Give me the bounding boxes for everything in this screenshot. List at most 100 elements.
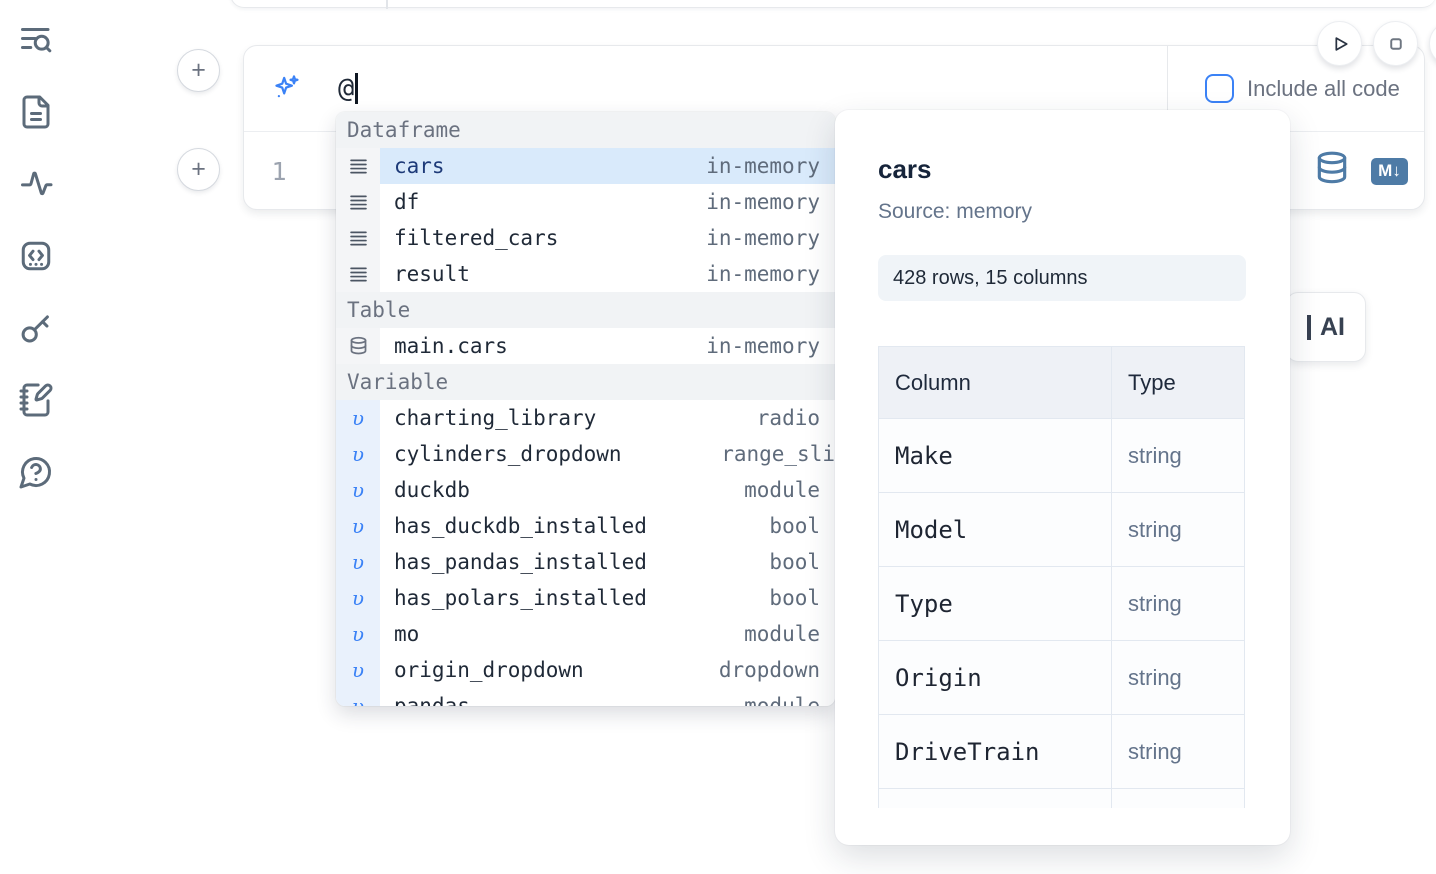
column-header: Column bbox=[878, 346, 1112, 419]
completion-item[interactable]: υ pandas module bbox=[336, 688, 835, 706]
dataframe-icon bbox=[349, 159, 367, 173]
ai-prompt-value: @ bbox=[338, 73, 355, 104]
ai-prompt-input[interactable]: @ bbox=[338, 73, 358, 104]
preview-table-row: Model string bbox=[878, 492, 1245, 567]
completion-item-type: module bbox=[744, 622, 820, 646]
activity-icon[interactable] bbox=[18, 165, 55, 202]
section-label: Dataframe bbox=[347, 118, 461, 142]
variable-icon: υ bbox=[351, 550, 365, 574]
scratchpad-icon[interactable] bbox=[18, 381, 55, 418]
completion-item-type: range_sli bbox=[721, 442, 835, 466]
completion-item[interactable]: υ duckdb module bbox=[336, 472, 835, 508]
column-type-cell bbox=[1111, 788, 1245, 808]
previous-cell-divider bbox=[386, 0, 388, 9]
more-actions-button[interactable] bbox=[1429, 21, 1436, 66]
column-name-cell: Model bbox=[878, 492, 1112, 567]
dataframe-icon bbox=[349, 267, 367, 281]
section-label: Table bbox=[347, 298, 411, 322]
preview-table-row: DriveTrain string bbox=[878, 714, 1245, 789]
column-type-cell: string bbox=[1111, 640, 1245, 715]
completion-item[interactable]: υ result in-memory bbox=[336, 256, 835, 292]
variable-icon: υ bbox=[351, 694, 365, 706]
dataframe-preview-popup: cars Source: memory 428 rows, 15 columns… bbox=[835, 110, 1290, 845]
completion-section-header: Variable bbox=[336, 364, 835, 400]
code-editor-row[interactable]: 1 M↓ bbox=[244, 132, 1424, 210]
completion-item[interactable]: υ charting_library radio bbox=[336, 400, 835, 436]
add-cell-above-button[interactable]: + bbox=[177, 49, 220, 92]
completion-item[interactable]: υ has_duckdb_installed bool bbox=[336, 508, 835, 544]
preview-title: cars bbox=[878, 154, 932, 184]
completion-item-type: bool bbox=[769, 586, 820, 610]
generate-with-ai-button[interactable]: AI bbox=[1286, 292, 1366, 362]
column-type-cell: string bbox=[1111, 714, 1245, 789]
cell-actions: M↓ bbox=[1313, 150, 1408, 193]
completion-item-type: module bbox=[744, 478, 820, 502]
dataframe-icon bbox=[349, 195, 367, 209]
completion-item-type: in-memory bbox=[706, 190, 820, 214]
variable-icon: υ bbox=[351, 478, 365, 502]
completion-item-name: has_polars_installed bbox=[394, 586, 647, 610]
completion-item[interactable]: υ cylinders_dropdown range_sli bbox=[336, 436, 835, 472]
include-all-code-label: Include all code bbox=[1247, 75, 1400, 101]
run-cell-button[interactable] bbox=[1317, 21, 1362, 66]
file-explorer-icon[interactable] bbox=[18, 93, 55, 130]
column-name-cell bbox=[878, 788, 1112, 808]
completion-section-header: Table bbox=[336, 292, 835, 328]
completion-item-name: has_pandas_installed bbox=[394, 550, 647, 574]
previous-cell-edge bbox=[230, 0, 1436, 8]
column-type-cell: string bbox=[1111, 492, 1245, 567]
variable-icon: υ bbox=[351, 514, 365, 538]
completion-item-type: in-memory bbox=[706, 334, 820, 358]
completion-item-type: in-memory bbox=[706, 226, 820, 250]
completion-item[interactable]: υ df in-memory bbox=[336, 184, 835, 220]
completion-item-type: in-memory bbox=[706, 262, 820, 286]
completion-item[interactable]: υ main.cars in-memory bbox=[336, 328, 835, 364]
preview-table-row: Origin string bbox=[878, 640, 1245, 715]
column-name-cell: Type bbox=[878, 566, 1112, 641]
variable-icon: υ bbox=[351, 442, 365, 466]
line-number: 1 bbox=[271, 156, 287, 186]
column-name-cell: Make bbox=[878, 418, 1112, 493]
snippets-icon[interactable] bbox=[18, 237, 55, 274]
completion-item-type: in-memory bbox=[706, 154, 820, 178]
completion-item[interactable]: υ filtered_cars in-memory bbox=[336, 220, 835, 256]
completion-item-name: df bbox=[394, 190, 420, 214]
variable-icon: υ bbox=[351, 586, 365, 610]
completion-item-name: pandas bbox=[394, 694, 470, 706]
search-panel-icon[interactable] bbox=[18, 21, 55, 58]
preview-table: Column Type Make string Model string Typ… bbox=[878, 346, 1245, 808]
markdown-cell-icon[interactable]: M↓ bbox=[1371, 157, 1408, 185]
completion-item[interactable]: υ has_pandas_installed bool bbox=[336, 544, 835, 580]
help-icon[interactable] bbox=[18, 453, 55, 490]
stop-icon bbox=[1389, 37, 1402, 50]
column-type-cell: string bbox=[1111, 418, 1245, 493]
dataframe-icon bbox=[349, 231, 367, 245]
completion-item-type: bool bbox=[769, 514, 820, 538]
keys-icon[interactable] bbox=[18, 309, 55, 346]
preview-table-row bbox=[878, 788, 1245, 808]
include-all-code-checkbox[interactable] bbox=[1205, 74, 1234, 103]
shape-badge: 428 rows, 15 columns bbox=[878, 255, 1246, 301]
completion-item[interactable]: υ mo module bbox=[336, 616, 835, 652]
ai-options-area: Include all code bbox=[1167, 46, 1424, 131]
type-header: Type bbox=[1111, 346, 1245, 419]
completion-item-type: dropdown bbox=[718, 658, 820, 682]
completion-item-type: bool bbox=[769, 550, 820, 574]
clipped-letter bbox=[1307, 314, 1311, 340]
variable-icon: υ bbox=[351, 622, 365, 646]
play-icon bbox=[1334, 36, 1348, 51]
stop-cell-button[interactable] bbox=[1373, 21, 1418, 66]
preview-table-wrapper: Column Type Make string Model string Typ… bbox=[878, 346, 1245, 808]
sql-cell-icon[interactable] bbox=[1313, 150, 1351, 193]
preview-table-row: Make string bbox=[878, 418, 1245, 493]
variable-icon: υ bbox=[351, 406, 365, 430]
text-cursor bbox=[355, 73, 358, 104]
completion-item-name: mo bbox=[394, 622, 420, 646]
completion-item[interactable]: υ cars in-memory bbox=[336, 148, 835, 184]
completion-item-name: charting_library bbox=[394, 406, 597, 430]
completion-item[interactable]: υ has_polars_installed bool bbox=[336, 580, 835, 616]
completion-item-name: main.cars bbox=[394, 334, 508, 358]
add-cell-below-button[interactable]: + bbox=[177, 148, 220, 191]
completion-item[interactable]: υ origin_dropdown dropdown bbox=[336, 652, 835, 688]
completion-section-header: Dataframe bbox=[336, 112, 835, 148]
